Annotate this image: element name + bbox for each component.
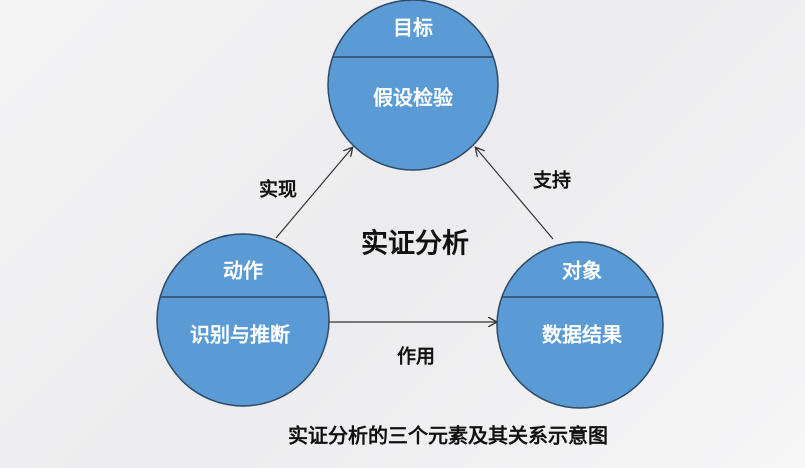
edge-label-realize: 实现 — [259, 178, 297, 201]
node-title: 动作 — [223, 259, 263, 283]
node-title: 对象 — [562, 259, 602, 283]
node-object: 对象 数据结果 — [496, 241, 664, 409]
caption: 实证分析的三个元素及其关系示意图 — [288, 424, 608, 448]
edge-label-support: 支持 — [532, 169, 571, 192]
node-content: 数据结果 — [542, 323, 622, 347]
node-title: 目标 — [393, 16, 433, 40]
node-action: 动作 识别与推断 — [156, 233, 330, 407]
arrow-object-to-goal — [476, 148, 554, 240]
node-content: 识别与推断 — [190, 323, 290, 347]
node-goal: 目标 假设检验 — [327, 0, 499, 171]
arrow-action-to-goal — [275, 148, 352, 239]
center-label: 实证分析 — [361, 228, 469, 260]
edge-label-act: 作用 — [397, 345, 435, 368]
node-content: 假设检验 — [373, 86, 453, 110]
